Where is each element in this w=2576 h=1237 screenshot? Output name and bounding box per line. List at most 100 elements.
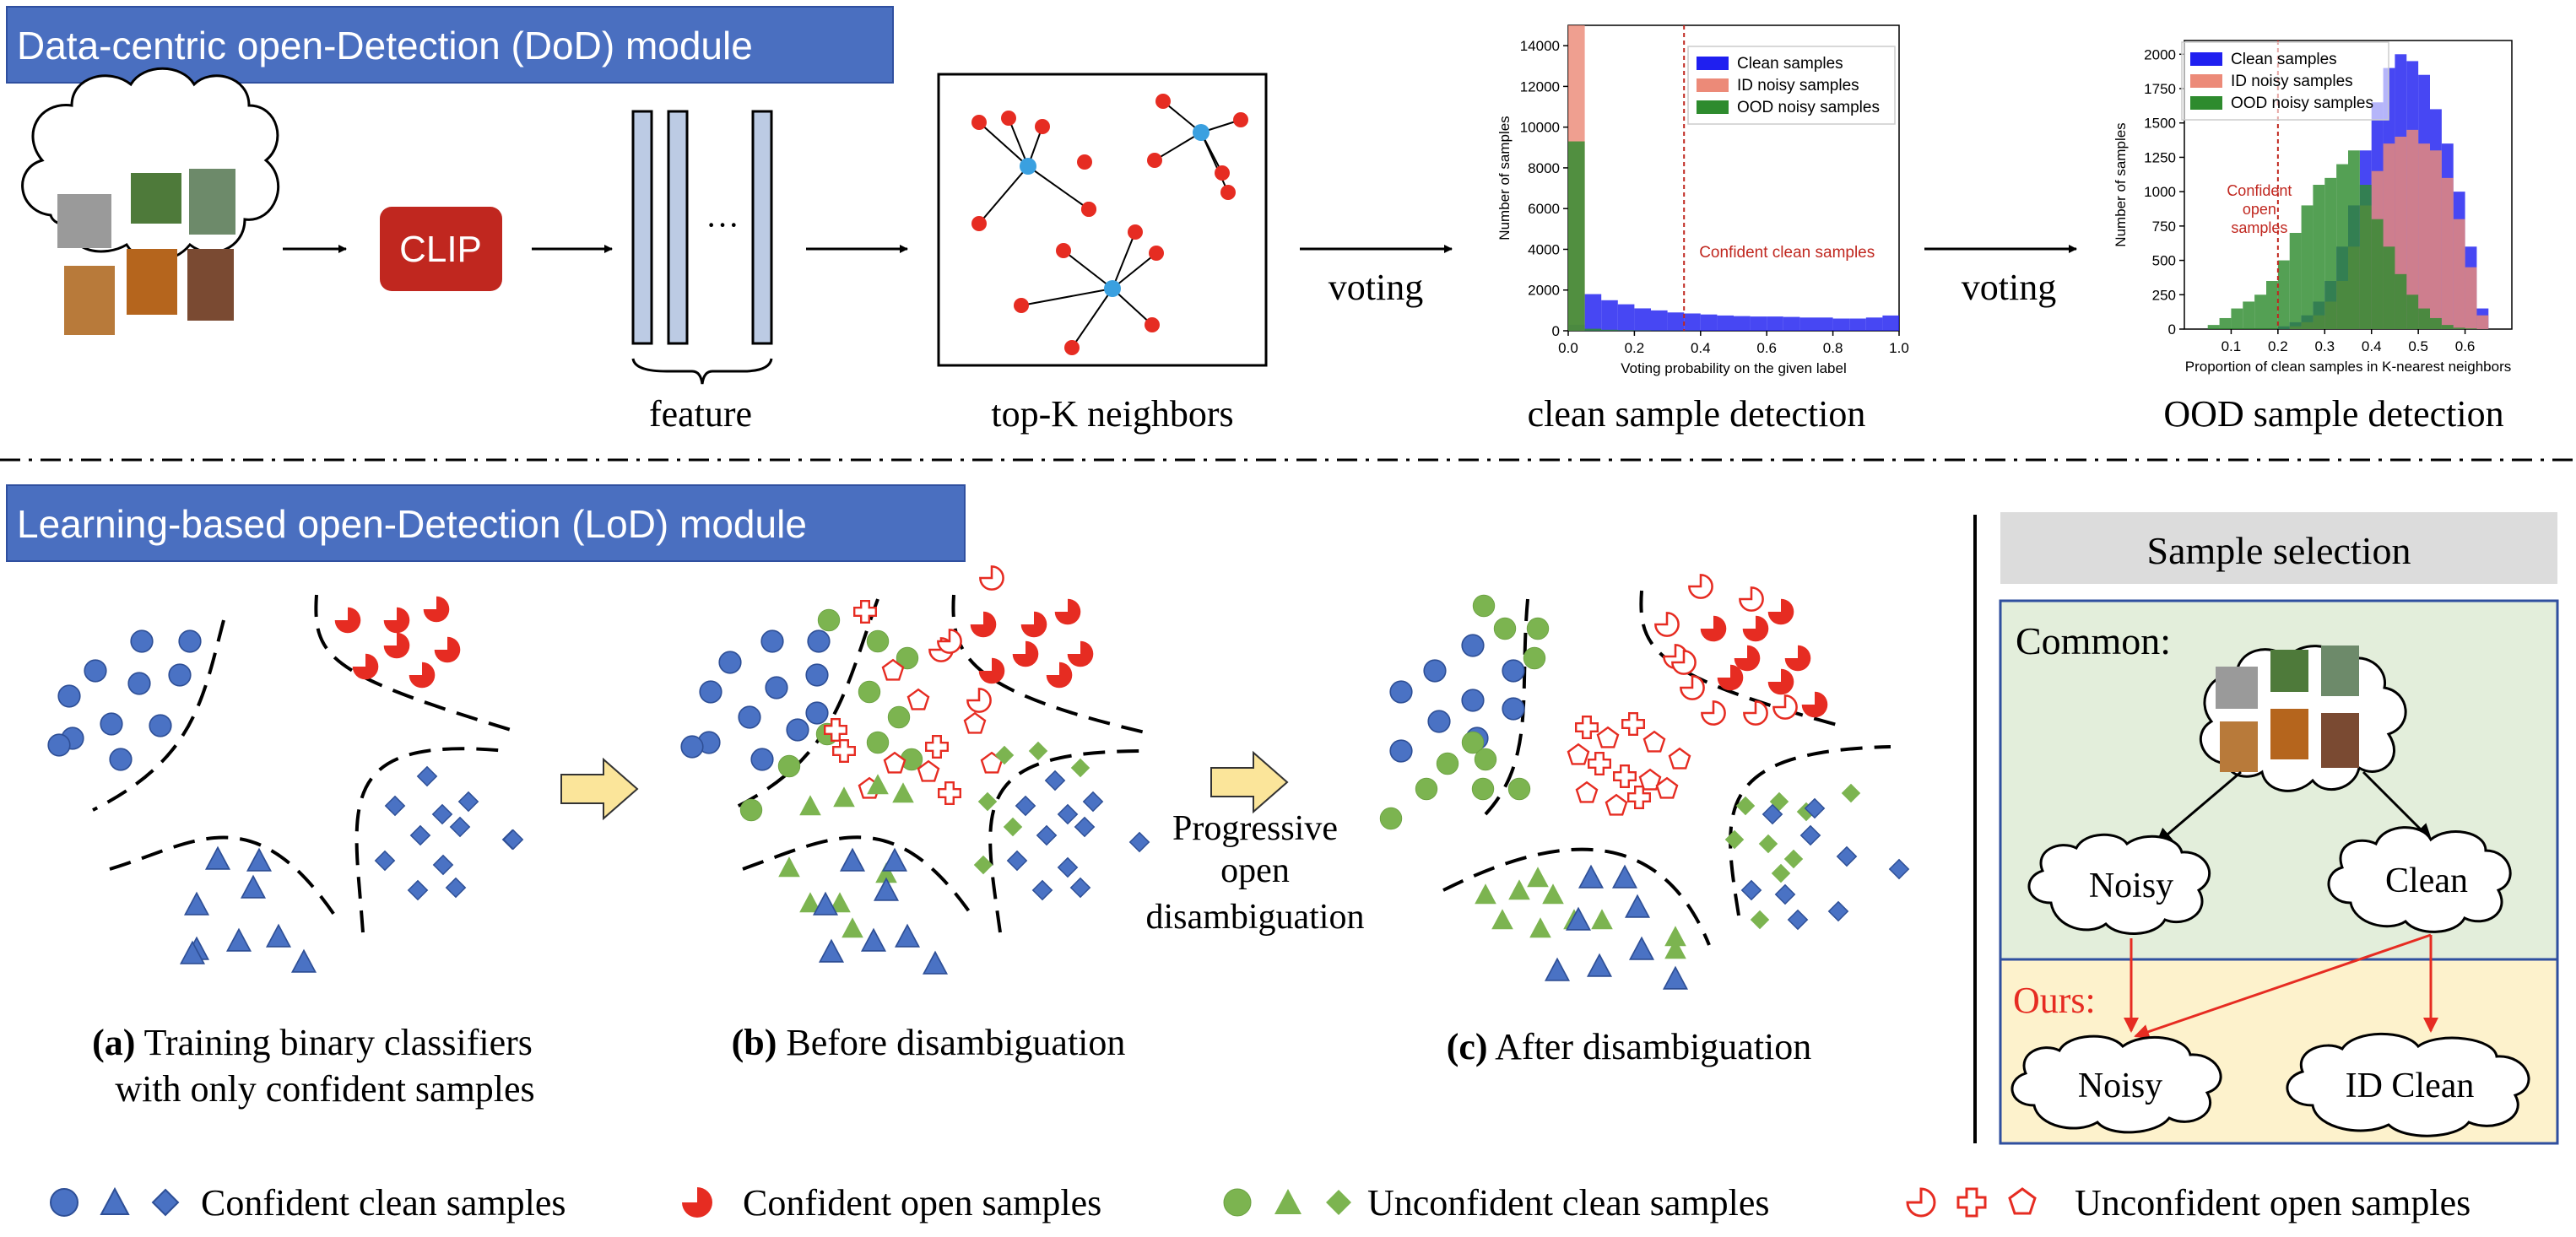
arrow-to-clean xyxy=(2362,770,2433,841)
blue-diamond xyxy=(1045,770,1065,791)
x-tick-label: 0.4 xyxy=(1691,340,1711,356)
y-axis-label: Number of samples xyxy=(2113,122,2129,246)
bar xyxy=(1601,329,1618,331)
legend-unconfident-clean: Unconfident clean samples xyxy=(1367,1182,1770,1223)
chart-legend-entry: Clean samples xyxy=(1737,55,1843,73)
blue-diamond xyxy=(1889,859,1909,879)
bar xyxy=(2289,233,2302,329)
green-circle xyxy=(1493,617,1517,640)
green-circle xyxy=(1474,748,1497,771)
blue-diamond xyxy=(458,791,479,812)
blue-circle xyxy=(1389,739,1413,763)
blue-circle xyxy=(807,629,831,653)
neighbor-edge xyxy=(978,165,1029,224)
decision-boundary xyxy=(1442,847,1711,946)
y-tick-label: 2000 xyxy=(1528,283,1560,299)
neighbor-node xyxy=(1233,112,1248,127)
x-tick-label: 0.6 xyxy=(1756,340,1777,356)
red-pentagon-outline xyxy=(906,689,930,710)
bar xyxy=(1717,315,1734,331)
blue-triangle xyxy=(184,892,209,916)
neighbor-edge xyxy=(1112,252,1157,289)
bar xyxy=(2336,164,2348,329)
blue-circle xyxy=(1423,659,1447,683)
red-pentagon-outline xyxy=(1642,731,1666,753)
blue-triangle xyxy=(205,846,230,870)
red-pacman xyxy=(1734,645,1761,672)
rabbit-thumbnail xyxy=(189,169,235,235)
y-tick-label: 500 xyxy=(2152,253,2176,269)
y-tick-label: 14000 xyxy=(1520,38,1560,54)
bar xyxy=(2254,294,2266,329)
blue-circle xyxy=(168,663,192,687)
bar xyxy=(2348,150,2360,329)
blue-triangle xyxy=(1587,953,1612,977)
blue-triangle xyxy=(861,928,886,952)
neighbor-edge xyxy=(1020,288,1113,306)
y-tick-label: 4000 xyxy=(1528,241,1560,257)
red-pacman xyxy=(1717,664,1744,691)
blue-triangle xyxy=(266,924,291,948)
red-pacman-outline xyxy=(966,688,992,713)
blue-triangle xyxy=(246,848,272,872)
chart-legend-entry: ID noisy samples xyxy=(2231,73,2353,90)
neighbor-node xyxy=(1077,154,1092,170)
chart-legend-entry: OOD noisy samples xyxy=(1737,99,1880,116)
bar xyxy=(1799,317,1816,331)
blue-diamond xyxy=(1058,857,1078,878)
neighbor-node xyxy=(1155,94,1171,109)
blue-diamond xyxy=(1070,878,1090,898)
neighbor-edge xyxy=(1112,231,1136,289)
red-pacman-outline xyxy=(1680,675,1705,700)
blue-diamond xyxy=(1074,817,1095,837)
decision-boundary xyxy=(729,598,879,812)
bar xyxy=(1651,310,1668,331)
bar xyxy=(2476,315,2489,329)
bar xyxy=(2441,325,2454,329)
neighbor-edge xyxy=(1200,132,1229,193)
legend-confident-clean: Confident clean samples xyxy=(201,1182,566,1223)
feature-vectors: ··· xyxy=(631,110,773,385)
bar xyxy=(1634,308,1651,331)
bar xyxy=(2383,246,2395,329)
blue-triangle xyxy=(226,928,252,952)
bar xyxy=(1750,316,1767,331)
caption-a-line1: (a) Training binary classifiers xyxy=(92,1022,533,1063)
red-pacman-outline xyxy=(979,565,1004,591)
green-triangle xyxy=(833,786,855,808)
red-cross-outline xyxy=(924,735,950,759)
selection-header-box xyxy=(2000,512,2557,584)
blue-circle xyxy=(699,680,722,704)
panel-b-scatter xyxy=(680,565,1153,975)
decision-boundary xyxy=(109,835,339,921)
neighbor-graph xyxy=(971,94,1248,355)
x-tick-label: 0.1 xyxy=(2222,338,2242,354)
neighbor-node xyxy=(1056,243,1071,258)
x-tick-label: 1.0 xyxy=(1889,340,1909,356)
blue-diamond xyxy=(433,855,453,875)
threshold-label: samples xyxy=(2231,219,2287,236)
blue-triangle xyxy=(291,949,317,973)
green-circle xyxy=(1379,807,1403,830)
panda-thumbnail xyxy=(131,173,181,224)
x-tick-label: 0.0 xyxy=(1558,340,1578,356)
blue-triangle xyxy=(895,924,920,948)
x-tick-label: 0.8 xyxy=(1823,340,1843,356)
bar xyxy=(1667,312,1685,331)
blue-diamond xyxy=(446,878,466,898)
progressive-line1: Progressive xyxy=(1172,809,1338,848)
neighbor-edge xyxy=(1112,288,1153,326)
clean-label: Clean xyxy=(2385,862,2468,900)
x-axis-label: Proportion of clean samples in K-nearest… xyxy=(2185,359,2512,375)
blue-diamond xyxy=(1036,825,1057,845)
bar xyxy=(2453,219,2465,329)
common-label: Common: xyxy=(2016,619,2171,662)
arrow-to-noisy xyxy=(2155,770,2242,845)
green-diamond xyxy=(1841,783,1861,803)
blue-diamond xyxy=(1775,884,1795,905)
selection-image-cloud xyxy=(2200,645,2407,792)
red-pacman xyxy=(423,596,450,623)
red-cross-outline xyxy=(1587,752,1612,775)
blue-diamond xyxy=(450,817,470,837)
green-circle xyxy=(817,608,841,632)
